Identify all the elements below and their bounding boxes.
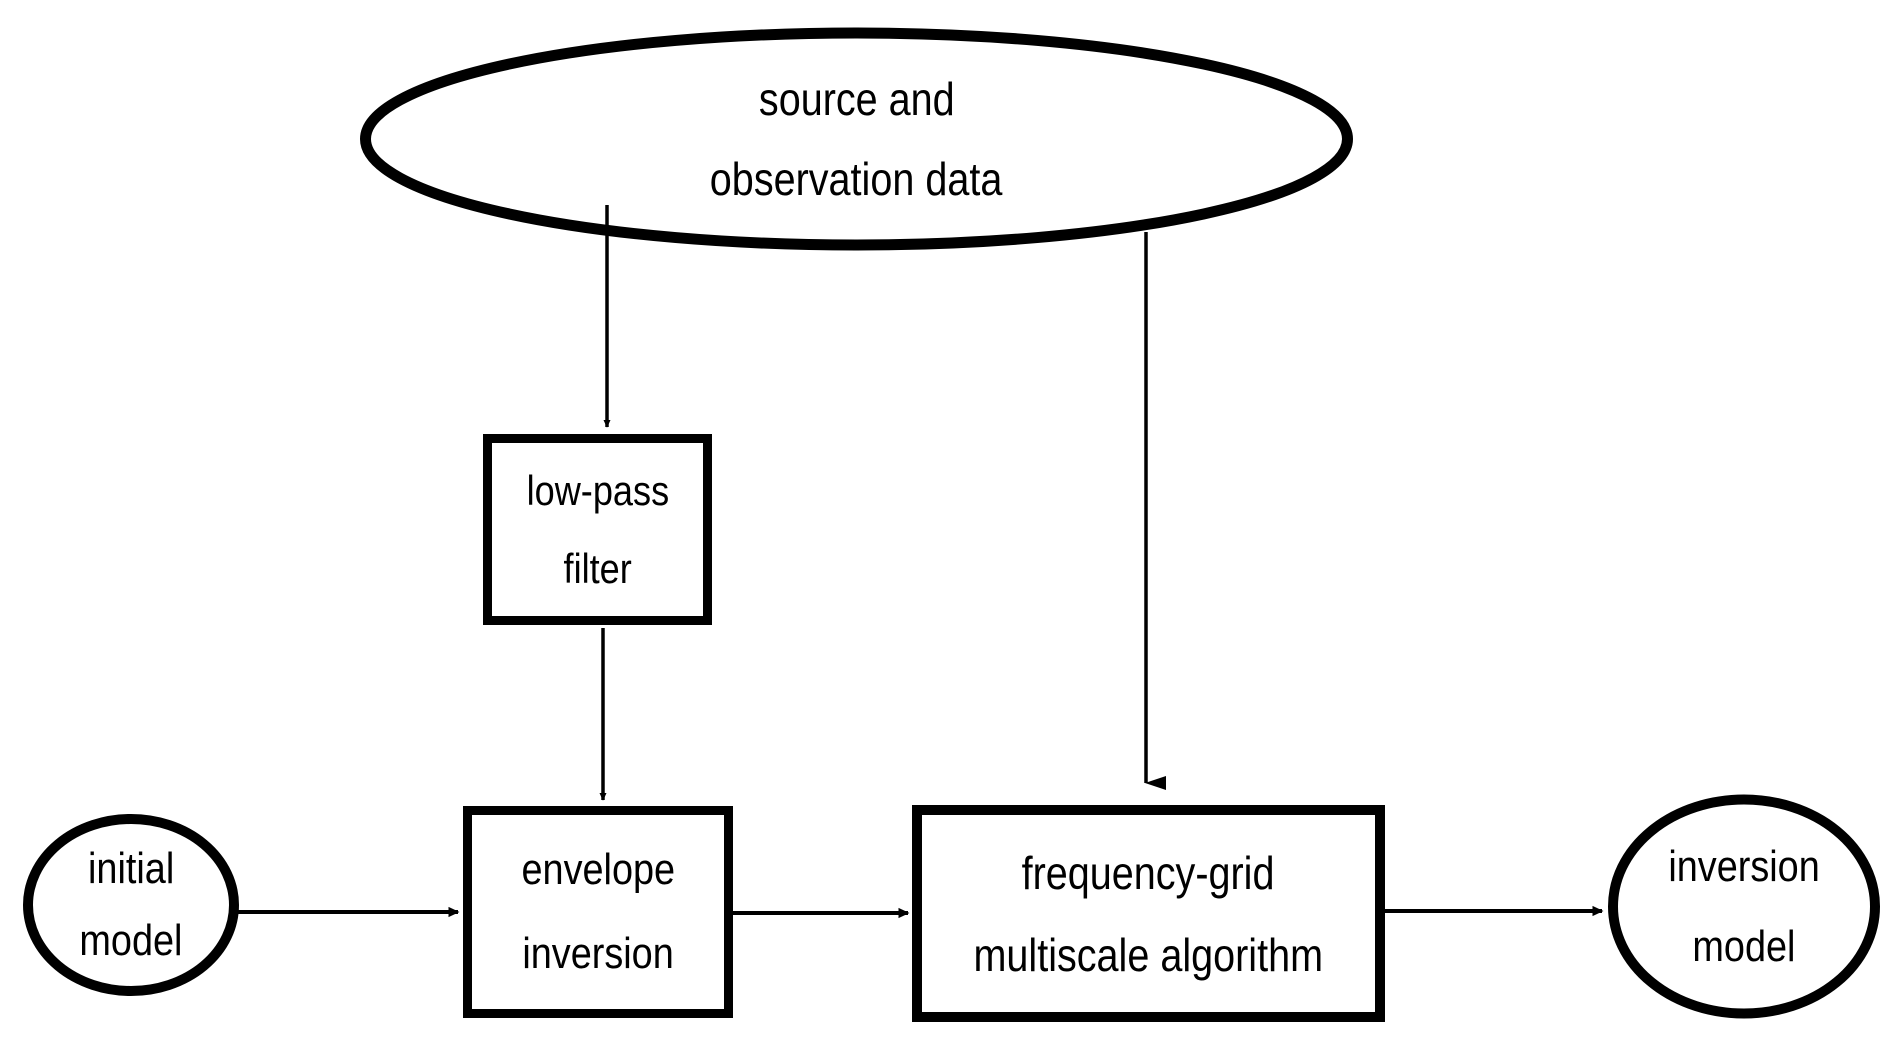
node-shape-low-pass-filter [483,434,712,625]
node-shape-inversion-model [1608,794,1880,1019]
node-shape-initial-model [23,814,239,996]
node-shape-source-data [360,27,1353,251]
node-shape-frequency-grid-multiscale [912,805,1385,1022]
node-shape-envelope-inversion [463,806,733,1018]
